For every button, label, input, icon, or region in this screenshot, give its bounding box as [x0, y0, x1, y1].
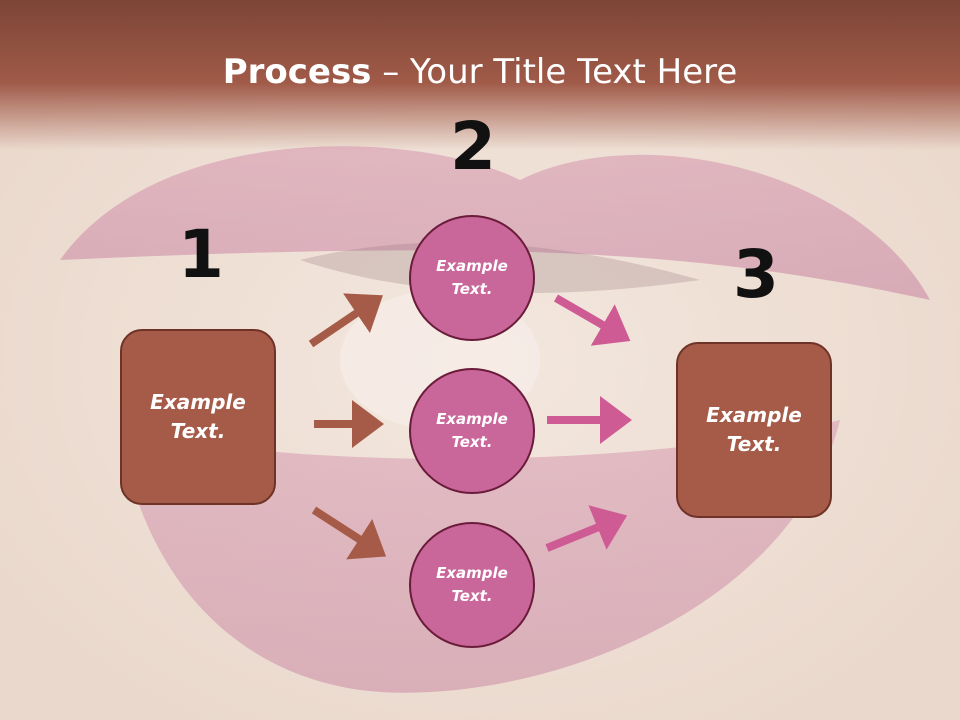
circle-bottom-line2: Text. — [451, 587, 493, 605]
box-right-line1: Example — [706, 403, 802, 427]
circle-middle-line1: Example — [436, 410, 508, 428]
step-number-2: 2 — [450, 108, 496, 185]
title-rest: – Your Title Text Here — [371, 52, 738, 92]
slide-title: Process – Your Title Text Here — [0, 52, 960, 92]
step-number-3: 3 — [733, 236, 779, 313]
box-right-line2: Text. — [726, 432, 782, 456]
box-left-line2: Text. — [170, 419, 226, 443]
step-number-1: 1 — [178, 216, 224, 293]
title-banner — [0, 0, 960, 150]
circle-top-line1: Example — [436, 257, 508, 275]
circle-middle-line2: Text. — [451, 433, 493, 451]
circle-top-line2: Text. — [451, 280, 493, 298]
circle-bottom-line1: Example — [436, 564, 508, 582]
box-left-line1: Example — [150, 390, 246, 414]
title-bold: Process — [222, 52, 372, 92]
